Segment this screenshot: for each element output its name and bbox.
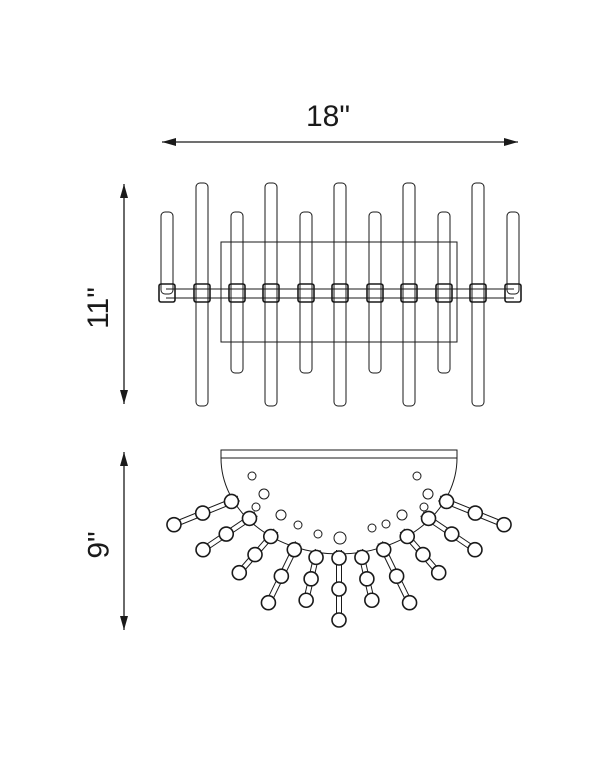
canopy-hole — [275, 509, 287, 521]
canopy-hole — [293, 520, 303, 530]
glass-ball — [262, 528, 279, 545]
wall-plate — [220, 449, 458, 459]
rod-clamp — [435, 283, 453, 303]
canopy-hole — [412, 471, 422, 481]
rod-clamp — [158, 283, 176, 303]
glass-ball — [195, 541, 211, 558]
arrowhead-top — [120, 452, 128, 466]
rod-clamp — [228, 283, 246, 303]
height-label: 11" — [81, 287, 115, 329]
glass-ball — [331, 581, 347, 597]
rod-clamp — [469, 283, 487, 303]
canopy-hole — [333, 531, 347, 545]
glass-ball — [430, 564, 447, 581]
glass-rod — [368, 211, 382, 374]
glass-ball — [286, 541, 303, 558]
glass-ball — [415, 546, 431, 563]
depth-dimension-line — [120, 452, 128, 630]
glass-rod — [264, 182, 278, 407]
canopy-hole — [422, 488, 434, 500]
front-view-fixture — [158, 182, 522, 407]
glass-ball — [354, 549, 370, 566]
glass-ball — [375, 541, 392, 558]
canopy-hole — [258, 488, 270, 500]
canopy-hole — [251, 502, 261, 512]
glass-rod — [195, 182, 209, 407]
glass-ball — [241, 510, 258, 527]
backplate — [220, 241, 458, 343]
canopy-hole — [247, 471, 257, 481]
glass-ball — [298, 592, 314, 609]
glass-ball — [364, 592, 380, 609]
glass-ball — [438, 493, 455, 510]
glass-rod — [333, 182, 347, 407]
width-label: 18" — [306, 100, 351, 133]
glass-ball — [273, 568, 290, 584]
glass-ball — [231, 564, 248, 581]
rod-clamp — [262, 283, 280, 303]
glass-ball — [223, 493, 240, 510]
arrowhead-bottom — [120, 616, 128, 630]
glass-rod — [437, 211, 451, 374]
arrowhead-right — [504, 138, 518, 146]
glass-ball — [359, 571, 375, 587]
glass-ball — [420, 510, 437, 527]
arrowhead-left — [162, 138, 176, 146]
glass-ball — [399, 528, 416, 545]
top-view-fixture — [166, 449, 512, 628]
glass-rod — [299, 211, 313, 374]
glass-ball — [218, 526, 235, 542]
glass-rod — [471, 182, 485, 407]
glass-rod — [160, 211, 174, 295]
glass-ball — [496, 516, 512, 533]
canopy-hole — [313, 529, 323, 539]
glass-ball — [247, 546, 263, 563]
glass-ball — [260, 594, 277, 611]
rod-clamp — [504, 283, 522, 303]
glass-ball — [166, 516, 182, 533]
canopy-hole — [396, 509, 408, 521]
rod-clamp — [193, 283, 211, 303]
glass-ball — [401, 594, 418, 611]
glass-ball — [443, 526, 460, 542]
rod-clamp — [366, 283, 384, 303]
canopy-hole — [367, 523, 377, 533]
rod-clamp — [331, 283, 349, 303]
glass-ball — [303, 571, 319, 587]
glass-ball — [467, 505, 484, 521]
canopy-hole — [419, 502, 429, 512]
depth-label: 9" — [82, 531, 116, 559]
rod-clamp — [400, 283, 418, 303]
arrowhead-bottom — [120, 390, 128, 404]
glass-rod — [506, 211, 520, 295]
glass-ball — [388, 568, 405, 584]
glass-rod — [230, 211, 244, 374]
width-dimension-line — [162, 138, 518, 146]
height-dimension-line — [120, 184, 128, 404]
canopy-hole — [381, 519, 391, 529]
canopy-semicircle — [220, 457, 458, 555]
glass-ball — [467, 541, 483, 558]
glass-ball — [194, 505, 211, 521]
glass-ball — [308, 549, 324, 566]
glass-ball — [331, 550, 347, 566]
glass-rod — [402, 182, 416, 407]
glass-ball — [331, 612, 347, 628]
arrowhead-top — [120, 184, 128, 198]
rod-clamp — [297, 283, 315, 303]
